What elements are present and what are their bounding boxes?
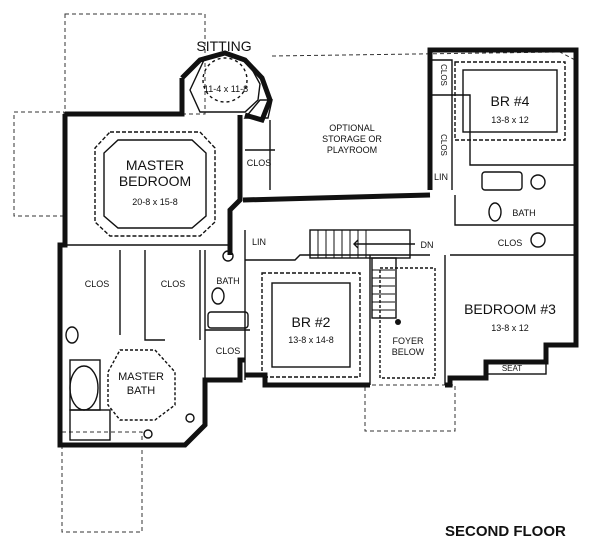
master-bedroom-label-1: MASTER xyxy=(126,157,184,173)
storage-label-3: PLAYROOM xyxy=(327,145,377,155)
clos-label-br2: CLOS xyxy=(216,346,241,356)
br4-label: BR #4 xyxy=(491,93,530,109)
small-labels: CLOS CLOS CLOS CLOS CLOS CLOS CLOS BATH … xyxy=(85,64,536,373)
br2-size: 13-8 x 14-8 xyxy=(288,335,334,345)
window-seat-label: SEAT xyxy=(502,364,522,373)
floor-title: SECOND FLOOR xyxy=(445,523,566,540)
br2-label: BR #2 xyxy=(292,314,331,330)
clos-label-bed3: CLOS xyxy=(498,238,523,248)
bedroom3-size: 13-8 x 12 xyxy=(491,323,529,333)
lin-label-br4: LIN xyxy=(434,172,448,182)
tray-ceilings xyxy=(94,61,566,421)
clos-label-master: CLOS xyxy=(247,158,272,168)
exterior-walls xyxy=(57,47,579,448)
fixtures xyxy=(65,171,547,441)
interior-walls xyxy=(65,59,576,385)
bath-label-br3: BATH xyxy=(512,208,535,218)
br4-size: 13-8 x 12 xyxy=(491,115,529,125)
master-bath-label-2: BATH xyxy=(127,385,156,397)
sitting-size: 11-4 x 11-8 xyxy=(204,84,248,94)
foyer-label-1: FOYER xyxy=(392,336,424,346)
foyer-label-2: BELOW xyxy=(392,347,425,357)
master-bath-label-1: MASTER xyxy=(118,371,164,383)
master-bedroom-size: 20-8 x 15-8 xyxy=(132,197,178,207)
storage-label-1: OPTIONAL xyxy=(329,123,375,133)
bath-label-hall: BATH xyxy=(216,276,239,286)
sitting-room-shape xyxy=(189,53,273,119)
sitting-label: SITTING xyxy=(196,38,251,54)
clos-label-br4-top: CLOS xyxy=(439,64,448,86)
staircase xyxy=(309,229,415,325)
room-labels: SITTING 11-4 x 11-8 OPTIONAL STORAGE OR … xyxy=(118,38,556,397)
clos-label-left: CLOS xyxy=(85,279,110,289)
stair-down-label: DN xyxy=(421,240,434,250)
clos-label-br4-bottom: CLOS xyxy=(439,134,448,156)
lin-label-hall: LIN xyxy=(252,237,266,247)
storage-label-2: STORAGE OR xyxy=(322,134,382,144)
bedroom3-label: BEDROOM #3 xyxy=(464,301,556,317)
master-bedroom-label-2: BEDROOM xyxy=(119,173,191,189)
clos-label-right: CLOS xyxy=(161,279,186,289)
